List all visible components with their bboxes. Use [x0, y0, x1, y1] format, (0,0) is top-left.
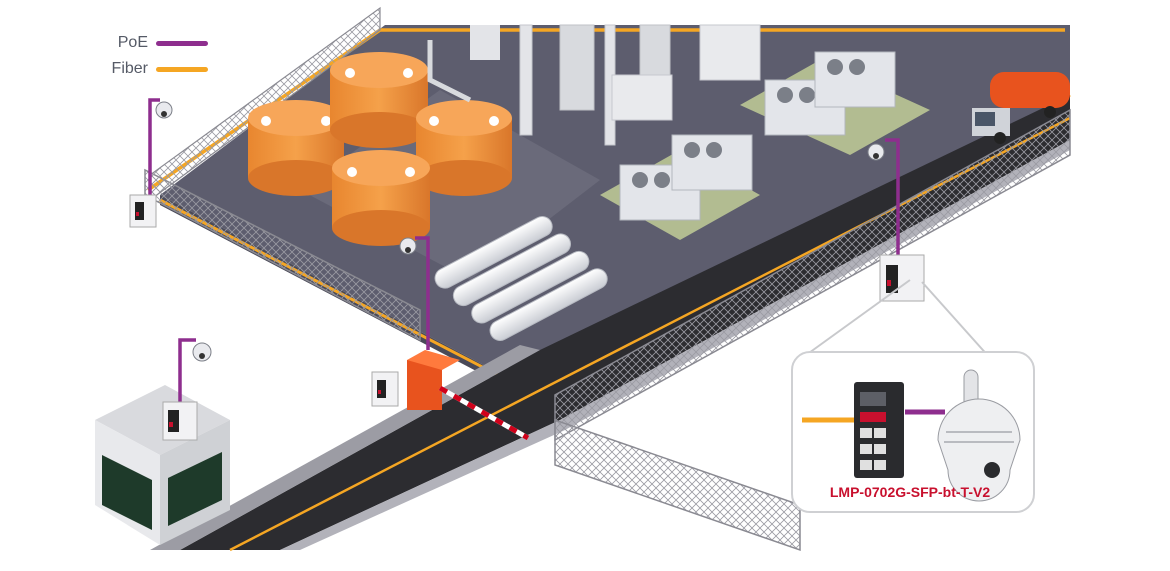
refinery-towers	[427, 24, 761, 146]
legend-swatch-fiber	[156, 66, 208, 72]
switch-enclosure-icon	[879, 254, 925, 302]
switch-enclosure-icon	[371, 371, 399, 407]
camera-icon	[192, 342, 212, 362]
dome-camera-icon	[937, 369, 1021, 502]
switch-enclosure-icon	[129, 194, 157, 228]
cooling-unit	[814, 51, 896, 108]
camera-icon	[399, 237, 417, 255]
fence-segments	[144, 6, 1071, 552]
cooling-units	[600, 51, 930, 240]
camera-icon	[155, 101, 173, 119]
poe-lines	[148, 98, 900, 405]
tanker-truck	[972, 72, 1070, 144]
storage-tanks	[248, 52, 512, 246]
legend: PoE Fiber	[94, 30, 208, 82]
storage-tank	[248, 100, 344, 196]
camera-icons	[155, 101, 885, 362]
product-model-label: LMP-0702G-SFP-bt-T-V2	[829, 484, 991, 500]
switch-enclosure-icon	[162, 401, 198, 441]
barrier-gate	[407, 350, 530, 441]
cooling-unit	[671, 134, 753, 191]
pipe-bundle	[434, 215, 608, 341]
legend-swatch-poe	[156, 40, 208, 46]
storage-tank	[416, 100, 512, 196]
legend-item-fiber: Fiber	[94, 56, 208, 82]
camera-icon	[867, 143, 885, 161]
industrial-switch-icon	[854, 382, 904, 478]
storage-tank	[332, 150, 430, 246]
legend-item-poe: PoE	[94, 30, 208, 56]
storage-tank	[330, 52, 428, 148]
legend-label-poe: PoE	[117, 34, 148, 51]
product-callout	[791, 279, 1035, 513]
legend-label-fiber: Fiber	[111, 60, 148, 77]
switch-enclosures	[129, 194, 925, 441]
